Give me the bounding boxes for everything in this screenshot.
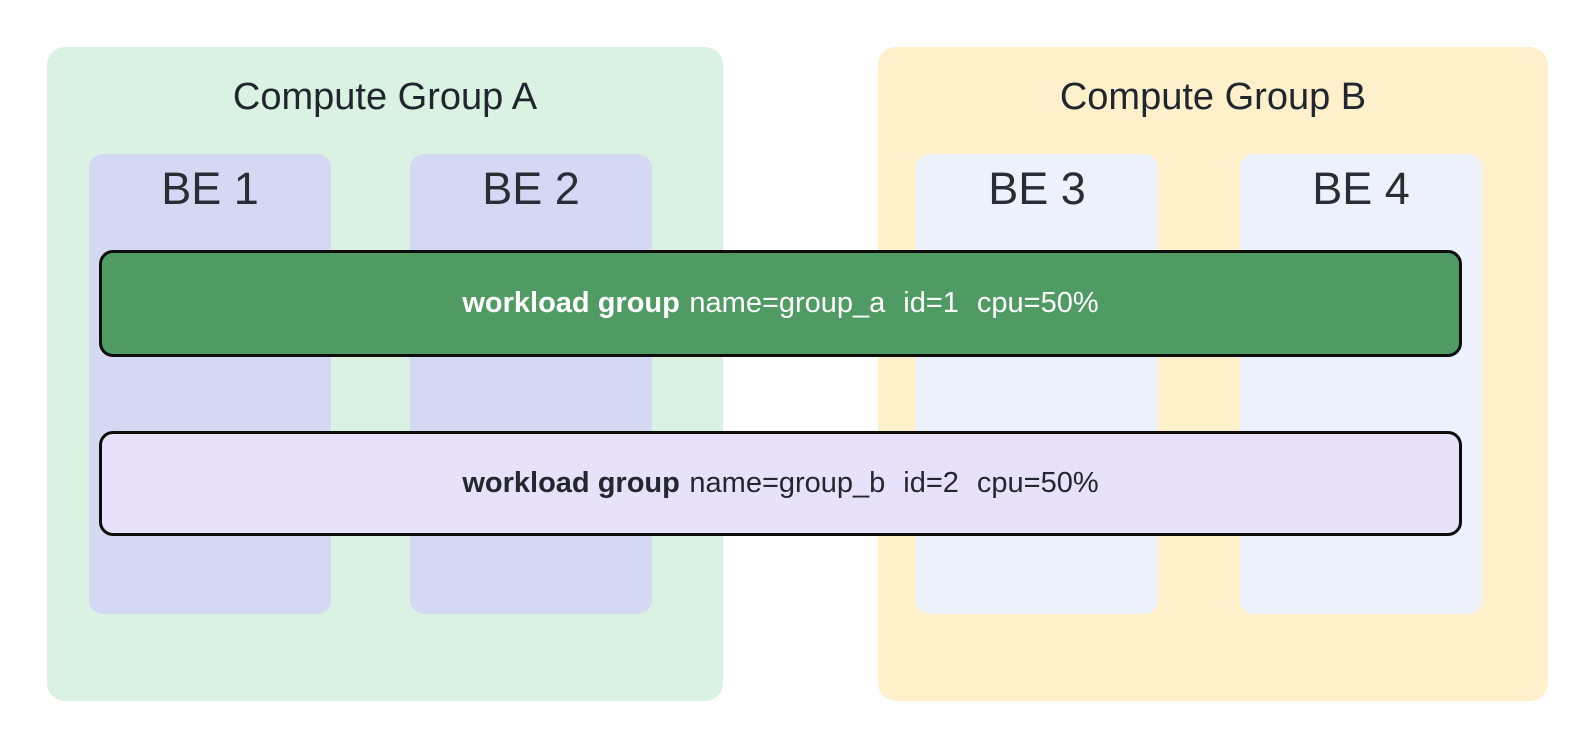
be-node-4-label: BE 4 <box>1312 163 1410 214</box>
workload-group-b-attr-name: name=group_b <box>689 467 886 499</box>
workload-group-a-attr-id: id=1 <box>903 287 959 319</box>
compute-group-a-title: Compute Group A <box>232 76 538 118</box>
compute-group-b-title: Compute Group B <box>1059 76 1367 118</box>
workload-group-b-attr-id: id=2 <box>903 467 959 499</box>
compute-group-a: Compute Group A BE 1 BE 2 <box>47 47 723 701</box>
compute-group-b: Compute Group B BE 3 BE 4 <box>878 47 1548 701</box>
be-node-3: BE 3 <box>916 154 1158 614</box>
workload-group-a-attr-name: name=group_a <box>689 287 886 319</box>
workload-group-a-bar: workload group name=group_a id=1 cpu=50% <box>99 250 1462 357</box>
be-node-2: BE 2 <box>410 154 652 614</box>
be-node-1: BE 1 <box>89 154 331 614</box>
be-node-1-label: BE 1 <box>161 163 259 214</box>
workload-group-a-bar-title: workload group <box>462 287 680 319</box>
workload-group-b-bar: workload group name=group_b id=2 cpu=50% <box>99 431 1462 536</box>
workload-group-b-bar-title: workload group <box>462 467 680 499</box>
workload-group-a-attr-cpu: cpu=50% <box>976 287 1099 319</box>
be-node-3-label: BE 3 <box>988 163 1086 214</box>
be-node-4: BE 4 <box>1240 154 1482 614</box>
workload-group-b-attr-cpu: cpu=50% <box>976 467 1099 499</box>
be-node-2-label: BE 2 <box>482 163 580 214</box>
